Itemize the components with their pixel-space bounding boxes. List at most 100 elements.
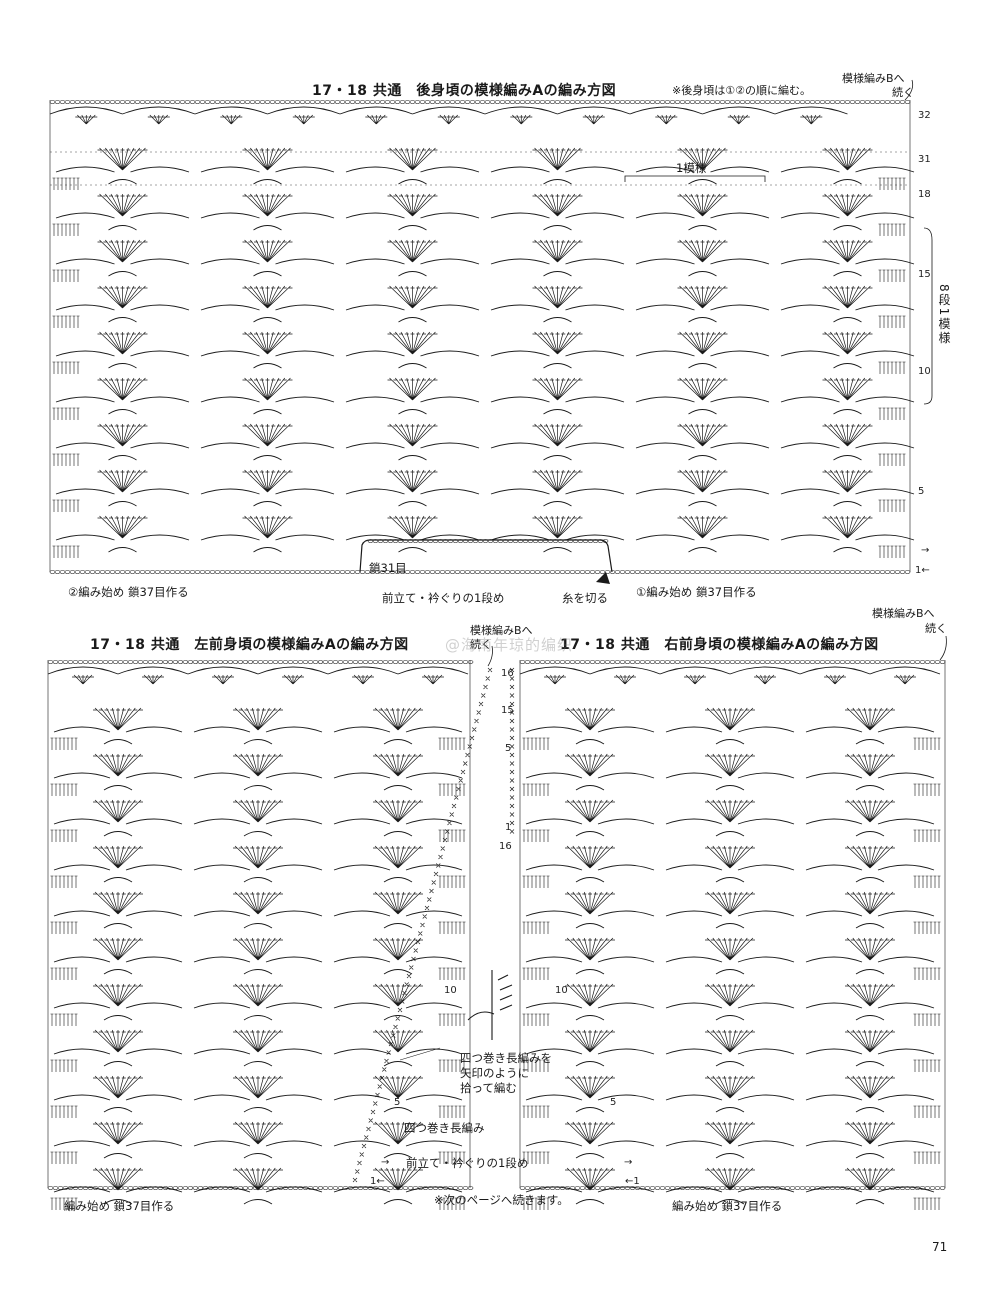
left-front-edge-ticks: [50, 829, 78, 842]
back-body-motif-arc: [635, 166, 695, 173]
right-front-motif-inner-arc: [575, 1107, 605, 1113]
right-front-motif-arc: [737, 1048, 795, 1055]
right-front-motif-arc: [597, 772, 655, 779]
back-body-motif-arc: [565, 396, 625, 403]
right-front-motif-arc: [737, 1002, 795, 1009]
left-front-motif-arc: [53, 772, 111, 779]
back-body-top-scallop: [629, 106, 703, 115]
left-front-motif-arc: [53, 818, 111, 825]
back-body-top-fan: [800, 114, 823, 125]
back-body-motif-arc: [635, 534, 695, 541]
right-front-motif-arc: [737, 1094, 795, 1101]
right-front-neckline-crosses: [509, 667, 515, 834]
back-body-motif-arc: [420, 534, 480, 541]
left-front-motif-inner-arc: [243, 1107, 273, 1113]
right-front-motif-fan: [565, 937, 615, 961]
right-front-row-1: ←1: [625, 1176, 640, 1187]
left-front-motif-arc: [265, 910, 323, 917]
left-front-motif-inner-arc: [103, 1015, 133, 1021]
back-body-motif-arc: [345, 534, 405, 541]
back-cut-yarn-label: 糸を切る: [562, 591, 608, 605]
back-body-motif-inner-arc: [833, 317, 862, 323]
right-front-motif-fan: [705, 845, 755, 869]
right-front-motif-arc: [805, 864, 863, 871]
back-body-top-scallop: [339, 106, 413, 115]
right-front-edge-ticks: [522, 737, 550, 750]
right-front-top-scallop: [519, 666, 591, 675]
right-front-motif-inner-arc: [855, 1107, 885, 1113]
back-body-motif-arc: [200, 212, 260, 219]
right-front-motif-arc: [525, 1094, 583, 1101]
back-body-motif-arc: [565, 350, 625, 357]
back-body-motif-inner-arc: [108, 317, 137, 323]
right-front-motif-inner-arc: [575, 1061, 605, 1067]
right-front-motif-inner-arc: [715, 923, 745, 929]
left-front-top-scallop: [257, 666, 329, 675]
back-chain-31-label: 鎖31目: [369, 561, 407, 575]
back-body-motif-fan: [387, 469, 438, 493]
left-front-motif-arc: [193, 956, 251, 963]
right-front-motif-arc: [805, 910, 863, 917]
left-front-row-1: 1←: [370, 1176, 385, 1187]
quad-treble-illustration: [491, 970, 513, 1040]
back-body-motif-arc: [855, 488, 915, 495]
left-front-motif-arc: [193, 1094, 251, 1101]
left-front-motif-inner-arc: [243, 1153, 273, 1159]
back-body-motif-fan: [822, 377, 873, 401]
right-front-motif-inner-arc: [855, 923, 885, 929]
right-front-side-border: [519, 660, 946, 1188]
right-front-motif-inner-arc: [715, 831, 745, 837]
back-body-motif-fan: [242, 147, 293, 171]
left-front-motif-inner-arc: [383, 877, 413, 883]
back-body-motif-arc: [420, 442, 480, 449]
page-number: 71: [932, 1240, 948, 1254]
back-body-motif-inner-arc: [833, 409, 862, 415]
right-front-motif-inner-arc: [575, 1015, 605, 1021]
back-body-motif-fan: [387, 331, 438, 355]
back-body-motif-arc: [200, 166, 260, 173]
back-body-motif-fan: [242, 515, 293, 539]
back-body-motif-fan: [532, 147, 583, 171]
back-body-motif-fan: [387, 239, 438, 263]
right-front-motif-inner-arc: [715, 739, 745, 745]
right-front-motif-arc: [525, 910, 583, 917]
right-front-edge-ticks: [522, 967, 550, 980]
back-body-motif-arc: [565, 442, 625, 449]
right-front-motif-arc: [805, 772, 863, 779]
back-body-motif-inner-arc: [253, 547, 282, 553]
quad-treble-leader: [399, 1047, 441, 1061]
back-body-top-scallop: [484, 106, 558, 115]
right-front-motif-fan: [845, 1167, 895, 1191]
left-front-top-scallop: [47, 666, 119, 675]
back-continue-label: 模様編みBへ: [842, 72, 905, 85]
right-front-motif-fan: [705, 1167, 755, 1191]
left-front-motif-arc: [193, 818, 251, 825]
left-front-edge-ticks: [50, 1197, 78, 1210]
right-front-motif-fan: [705, 1075, 755, 1099]
back-body-motif-fan: [242, 285, 293, 309]
right-front-top-fan: [894, 674, 916, 685]
back-body-motif-fan: [532, 377, 583, 401]
back-body-motif-arc: [710, 166, 770, 173]
back-body-motif-fan: [677, 423, 728, 447]
back-body-top-fan: [292, 114, 315, 125]
left-front-motif-fan: [233, 1167, 283, 1191]
back-body-motif-fan: [822, 193, 873, 217]
left-front-top-fan: [212, 674, 234, 685]
back-body-motif-arc: [490, 442, 550, 449]
back-body-motif-arc: [490, 166, 550, 173]
right-front-row-5: 5: [610, 1097, 617, 1108]
back-body-motif-inner-arc: [398, 501, 427, 507]
left-front-motif-arc: [265, 1002, 323, 1009]
back-body-motif-inner-arc: [398, 317, 427, 323]
back-body-motif-arc: [200, 304, 260, 311]
right-front-foundation-chain: [519, 1186, 946, 1190]
left-front-motif-arc: [125, 818, 183, 825]
right-front-motif-arc: [665, 772, 723, 779]
back-body-motif-fan: [822, 469, 873, 493]
back-body-motif-inner-arc: [398, 455, 427, 461]
left-front-motif-fan: [93, 1075, 143, 1099]
left-front-motif-inner-arc: [383, 1153, 413, 1159]
back-body-motif-fan: [822, 285, 873, 309]
right-front-motif-arc: [737, 1140, 795, 1147]
